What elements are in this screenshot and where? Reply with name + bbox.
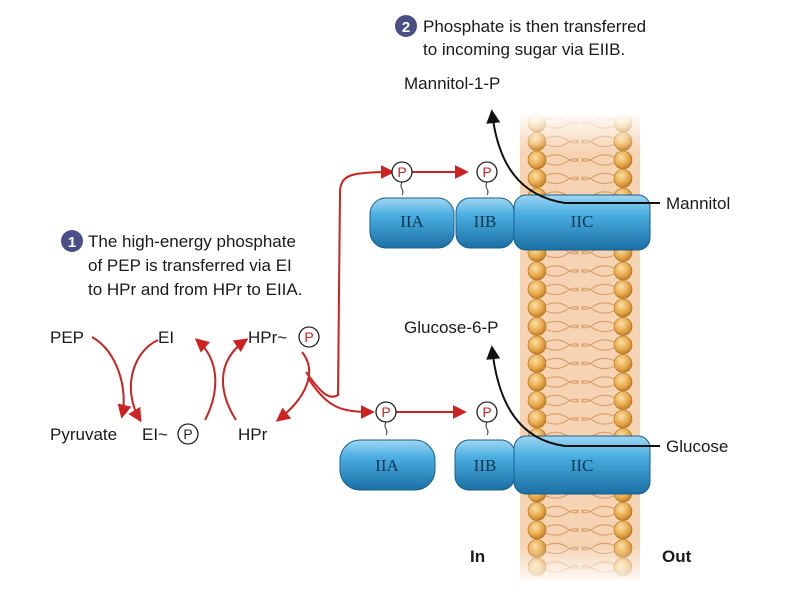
step-2-callout: 2 Phosphate is then transferred to incom…	[395, 15, 646, 59]
lipid-head	[527, 391, 547, 410]
cell-membrane	[510, 112, 650, 585]
inside-label: In	[470, 547, 485, 566]
step-1-text-line-1: The high-energy phosphate	[88, 232, 296, 251]
svg-text:P: P	[183, 426, 192, 442]
outside-label: Out	[662, 547, 692, 566]
mannitol-1-p-label: Mannitol-1-P	[404, 74, 500, 93]
reaction-arrows	[91, 165, 469, 423]
lipid-head	[527, 372, 547, 392]
phosphate-icon: P	[177, 423, 199, 445]
hpr-p-to-hpr-arrow	[275, 351, 311, 422]
step-2-badge	[395, 15, 417, 37]
svg-text:P: P	[397, 164, 406, 180]
lipid-head	[527, 502, 547, 521]
lipid-head	[527, 280, 547, 299]
lipid-head	[613, 317, 633, 336]
upper-iib-label: IIB	[474, 212, 497, 231]
upper-iia-protein	[369, 197, 455, 249]
pep-to-pyruvate-arrow	[91, 336, 132, 419]
step-1-text-line-3: to HPr and from HPr to EIIA.	[88, 280, 302, 299]
hpr-to-hpr-p-arrow	[222, 338, 249, 421]
upper-iia-label: IIA	[400, 212, 424, 231]
mannitol-label: Mannitol	[666, 194, 730, 213]
step-2-number: 2	[402, 19, 410, 36]
mannitol-transporter: IIA IIB IIC	[369, 194, 651, 251]
lipid-head	[613, 169, 633, 188]
lipid-head	[527, 261, 547, 281]
lipid-head	[527, 317, 547, 336]
svg-text:P: P	[381, 404, 390, 420]
step-1-callout: 1 The high-energy phosphate of PEP is tr…	[61, 230, 302, 299]
upper-iia-phosphate: P	[391, 161, 413, 196]
lipid-head	[527, 169, 547, 188]
lower-iib-phosphate: P	[476, 401, 498, 436]
lipid-head	[613, 372, 633, 392]
lipid-head	[613, 354, 633, 373]
step-2-text-line-1: Phosphate is then transferred	[423, 17, 646, 36]
phosphate-icon: P	[298, 326, 320, 348]
lipid-head	[613, 261, 633, 281]
lipid-head	[613, 150, 633, 170]
lower-iia-phosphate: P	[375, 401, 397, 436]
ei-phosphate-label: EI~	[142, 425, 168, 444]
hpr-phosphate-label: HPr~	[248, 328, 287, 347]
pyruvate-label: Pyruvate	[50, 425, 117, 444]
lipid-head	[527, 298, 547, 318]
step-1-badge	[61, 230, 83, 252]
lower-iia-protein	[339, 439, 436, 491]
step-2-text-line-2: to incoming sugar via EIIB.	[423, 40, 625, 59]
ei-to-ei-p-arrow	[128, 339, 159, 423]
upper-iic-label: IIC	[571, 212, 594, 231]
lipid-head	[527, 520, 547, 540]
step-1-text-line-2: of PEP is transferred via EI	[88, 256, 292, 275]
svg-text:P: P	[482, 164, 491, 180]
lower-iic-label: IIC	[571, 456, 594, 475]
glucose-path-arrow	[486, 345, 660, 447]
lipid-head	[613, 409, 633, 429]
lipid-head	[527, 409, 547, 429]
sugar-paths	[486, 109, 660, 447]
mannitol-path-arrow	[486, 109, 660, 204]
to-upper-iia-arrow	[305, 165, 395, 398]
lipid-head	[527, 335, 547, 355]
svg-text:P: P	[482, 404, 491, 420]
lower-iia-label: IIA	[375, 456, 399, 475]
to-lower-iia-arrow	[307, 377, 375, 419]
lipid-head	[613, 298, 633, 318]
pep-label: PEP	[50, 328, 84, 347]
lower-iib-label: IIB	[474, 456, 497, 475]
lipid-head	[527, 354, 547, 373]
lipid-head	[613, 335, 633, 355]
upper-iib-phosphate: P	[476, 161, 498, 196]
ei-p-to-ei-arrow	[194, 338, 217, 421]
lipid-head	[613, 520, 633, 540]
glucose-label: Glucose	[666, 437, 728, 456]
lower-iic-protein	[513, 435, 651, 495]
step-1-number: 1	[68, 234, 76, 251]
lipid-head	[613, 391, 633, 410]
ei-label: EI	[158, 328, 174, 347]
lipid-head	[527, 150, 547, 170]
svg-text:P: P	[304, 329, 313, 345]
glucose-6-p-label: Glucose-6-P	[404, 318, 498, 337]
hpr-label: HPr	[238, 425, 268, 444]
lipid-head	[613, 280, 633, 299]
upper-iic-protein	[513, 194, 651, 251]
lipid-head	[613, 502, 633, 521]
glucose-transporter: IIA IIB IIC	[339, 435, 651, 495]
